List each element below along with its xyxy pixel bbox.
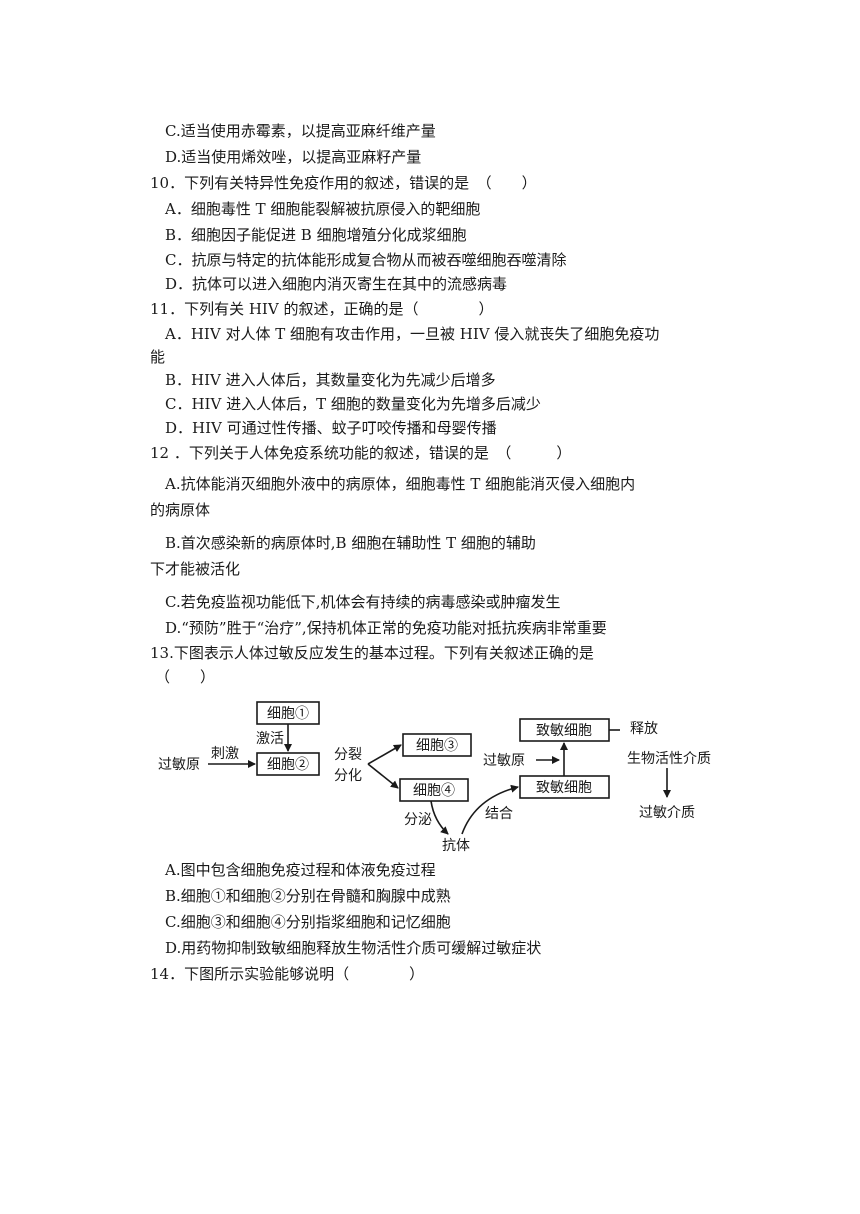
question-13-stem: 13.下图表示人体过敏反应发生的基本过程。下列有关叙述正确的是 (150, 644, 594, 662)
sensitized-cell-label-top: 致敏细胞 (536, 723, 592, 739)
option-11a: A．HIV 对人体 T 细胞有攻击作用，一旦被 HIV 侵入就丧失了细胞免疫功 (165, 325, 660, 343)
cell4-label: 细胞④ (413, 783, 455, 799)
option-13b: B.细胞①和细胞②分别在骨髓和胸腺中成熟 (165, 887, 451, 905)
option-11c: C．HIV 进入人体后，T 细胞的数量变化为先增多后减少 (165, 395, 541, 413)
combine-label: 结合 (485, 806, 513, 822)
option-11b: B．HIV 进入人体后，其数量变化为先减少后增多 (165, 371, 496, 389)
cell3-label: 细胞③ (416, 738, 458, 754)
option-10d: D．抗体可以进入细胞内消灭寄生在其中的流感病毒 (165, 275, 508, 293)
release-label: 释放 (630, 721, 658, 737)
question-10-stem: 10．下列有关特异性免疫作用的叙述，错误的是 （ ） (150, 174, 537, 192)
allergic-medium-label: 过敏介质 (639, 805, 695, 821)
option-12c: C.若免疫监视功能低下,机体会有持续的病毒感染或肿瘤发生 (165, 593, 561, 611)
option-11a-cont: 能 (150, 348, 166, 366)
option-10c: C．抗原与特定的抗体能形成复合物从而被吞噬细胞吞噬清除 (165, 251, 567, 269)
option-10b: B．细胞因子能促进 B 细胞增殖分化成浆细胞 (165, 226, 467, 244)
option-11d: D．HIV 可通过性传播、蚊子叮咬传播和母婴传播 (165, 419, 497, 437)
option-12b-cont: 下才能被活化 (150, 560, 241, 578)
option-12d: D.“预防”胜于“治疗”,保持机体正常的免疫功能对抵抗疾病非常重要 (165, 619, 607, 637)
cell4-box (399, 778, 469, 802)
sensitized-cell-label-bottom: 致敏细胞 (536, 780, 592, 796)
combine-arrow (461, 784, 519, 835)
cell2-box (256, 752, 320, 776)
differentiate-label: 分化 (334, 768, 362, 784)
cell2-label: 细胞② (267, 757, 309, 773)
question-13-bracket: （ ） (155, 668, 216, 686)
option-12a-cont: 的病原体 (150, 501, 211, 519)
allergen-label-right: 过敏原 (483, 753, 525, 769)
option-9c: C.适当使用赤霉素，以提高亚麻纤维产量 (165, 122, 436, 140)
bioactive-medium-label: 生物活性介质 (627, 751, 711, 767)
secrete-label: 分泌 (404, 812, 432, 828)
stimulate-label: 刺激 (211, 745, 239, 762)
question-11-stem: 11．下列有关 HIV 的叙述，正确的是（ ） (150, 300, 494, 318)
question-12-stem: 12 ．下列关于人体免疫系统功能的叙述，错误的是 （ ） (150, 444, 572, 462)
question-14-stem: 14．下图所示实验能够说明（ ） (150, 965, 425, 983)
allergen-label-left: 过敏原 (158, 757, 200, 773)
option-9d: D.适当使用烯效唑，以提高亚麻籽产量 (165, 148, 422, 166)
option-10a: A．细胞毒性 T 细胞能裂解被抗原侵入的靶细胞 (165, 200, 481, 218)
antibody-label: 抗体 (442, 838, 470, 854)
divide-arrow-up (367, 744, 402, 765)
cell3-box (402, 733, 472, 757)
option-12a: A.抗体能消灭细胞外液中的病原体，细胞毒性 T 细胞能消灭侵入细胞内 (165, 475, 636, 493)
option-13a: A.图中包含细胞免疫过程和体液免疫过程 (165, 861, 436, 879)
cell1-label: 细胞① (267, 706, 309, 722)
option-13d: D.用药物抑制致敏细胞释放生物活性介质可缓解过敏症状 (165, 939, 542, 957)
secrete-arrow (430, 800, 449, 835)
option-13c: C.细胞③和细胞④分别指浆细胞和记忆细胞 (165, 913, 451, 931)
divide-arrow-down (367, 763, 399, 789)
allergy-process-diagram: 细胞① 细胞② 细胞③ 细胞④ 致敏细胞 致敏细胞 过敏原 刺激 激活 分裂 分… (150, 696, 740, 856)
divide-label: 分裂 (334, 747, 362, 763)
activate-label: 激活 (256, 730, 284, 747)
option-12b: B.首次感染新的病原体时,B 细胞在辅助性 T 细胞的辅助 (165, 534, 536, 552)
